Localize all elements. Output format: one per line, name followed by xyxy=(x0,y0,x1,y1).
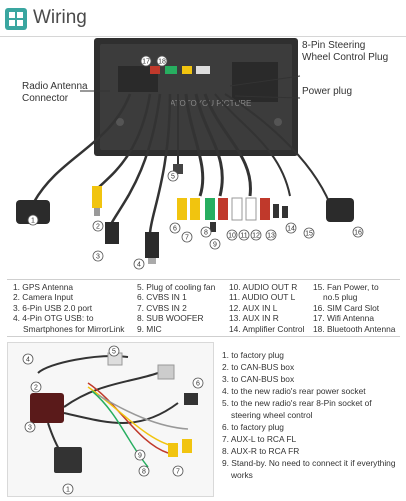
note-item: 9. Stand-by. No need to connect it if ev… xyxy=(222,458,396,468)
label-7: 7 xyxy=(185,235,189,242)
legend-item: 14. Amplifier Control xyxy=(229,323,305,334)
harness-photo-svg: 4 2 3 1 5 9 8 7 6 xyxy=(22,345,204,495)
photo-label-6: 6 xyxy=(196,381,200,388)
photo-label-9: 9 xyxy=(138,453,142,460)
radio-antenna-line-1: Radio Antenna xyxy=(22,81,88,92)
label-15: 15 xyxy=(305,231,313,238)
photo-label-7: 7 xyxy=(176,469,180,476)
label-17: 17 xyxy=(142,59,150,66)
steering-plug-callout: 8-Pin Steering Wheel Control Plug xyxy=(302,40,388,64)
label-13: 13 xyxy=(267,233,275,240)
photo-label-2: 2 xyxy=(34,385,38,392)
legend-item: 10. AUDIO OUT R xyxy=(229,282,298,292)
label-2: 2 xyxy=(96,224,100,231)
legend-item: 3. 6-Pin USB 2.0 port xyxy=(13,302,93,313)
legend-column-3: 10. AUDIO OUT R 11. AUDIO OUT L 12. AUX … xyxy=(229,282,304,334)
legend-item: 18. Bluetooth Antenna xyxy=(313,323,396,334)
page-title: Wiring xyxy=(33,7,87,28)
legend-column-2: 5. Plug of cooling fan 6. CVBS IN 1 7. C… xyxy=(137,282,215,334)
radio-antenna-line-2: Connector xyxy=(22,93,69,104)
canbus-box xyxy=(30,393,64,423)
steering-plug-line-2: Wheel Control Plug xyxy=(302,52,389,63)
legend-item: 16. SIM Card Slot xyxy=(313,302,380,313)
harness-photo: 4 2 3 1 5 9 8 7 6 xyxy=(7,342,214,497)
steering-plug-line-1: 8-Pin Steering xyxy=(302,40,366,51)
watermark: ATOTOYOU PICTURE xyxy=(170,99,251,108)
wiring-diagram-svg: ATOTOYOU PICTURE xyxy=(16,38,364,270)
gps-antenna xyxy=(16,200,50,224)
legend-column-1: 1. GPS Antenna 2. Camera Input 3. 6-Pin … xyxy=(13,282,124,334)
note-item: 8. AUX-R to RCA FR xyxy=(222,446,300,456)
legend-item: 2. Camera Input xyxy=(13,292,74,303)
label-1: 1 xyxy=(31,218,35,225)
legend-item: 4. 4-Pin OTG USB: to xyxy=(13,313,94,324)
photo-label-1: 1 xyxy=(66,487,70,494)
grid-logo-icon xyxy=(5,8,27,30)
legend-item: 15. Fan Power, to xyxy=(313,282,379,292)
photo-label-4: 4 xyxy=(26,357,30,364)
wiring-diagram: ATOTOYOU PICTURE xyxy=(0,36,406,276)
legend-item: no.5 plug xyxy=(323,292,358,303)
connection-notes: 1. to factory plug 2. to CAN-BUS box 3. … xyxy=(222,349,402,481)
radio-antenna-callout: Radio Antenna Connector xyxy=(22,81,88,105)
photo-label-8: 8 xyxy=(142,469,146,476)
note-item: steering wheel control xyxy=(231,410,313,420)
note-item: 2. to CAN-BUS box xyxy=(222,362,295,372)
note-item: 1. to factory plug xyxy=(222,350,284,360)
legend-column-4: 15. Fan Power, to no.5 plug 16. SIM Card… xyxy=(313,282,395,334)
legend-item: 8. SUB WOOFER xyxy=(137,313,204,324)
note-item: 6. to factory plug xyxy=(222,422,284,432)
note-item: 5. to the new radio's rear 8-Pin socket … xyxy=(222,398,372,408)
photo-label-3: 3 xyxy=(28,425,32,432)
legend-item: 11. AUDIO OUT L xyxy=(229,292,296,303)
page-header: Wiring xyxy=(0,0,406,37)
power-plug-callout: Power plug xyxy=(302,86,353,97)
legend-item: 17. Wifi Antenna xyxy=(313,313,374,324)
label-4: 4 xyxy=(137,262,141,269)
note-item: 3. to CAN-BUS box xyxy=(222,374,295,384)
label-6: 6 xyxy=(173,226,177,233)
label-10: 10 xyxy=(228,233,236,240)
photo-label-5: 5 xyxy=(112,349,116,356)
note-item: 7. AUX-L to RCA FL xyxy=(222,434,297,444)
legend-item: 1. GPS Antenna xyxy=(13,282,74,292)
legend-item: Smartphones for MirrorLink xyxy=(23,323,125,334)
label-18: 18 xyxy=(158,59,166,66)
legend-item: 6. CVBS IN 1 xyxy=(137,292,187,303)
legend-item: 13. AUX IN R xyxy=(229,313,279,324)
legend-item: 5. Plug of cooling fan xyxy=(137,282,216,292)
note-item: 4. to the new radio's rear power socket xyxy=(222,386,366,396)
label-12: 12 xyxy=(252,233,260,240)
label-14: 14 xyxy=(287,226,295,233)
note-item: works xyxy=(231,470,253,480)
label-16: 16 xyxy=(354,230,362,237)
legend-item: 12. AUX IN L xyxy=(229,302,278,313)
label-8: 8 xyxy=(204,230,208,237)
label-9: 9 xyxy=(213,242,217,249)
legend-item: 7. CVBS IN 2 xyxy=(137,302,187,313)
label-11: 11 xyxy=(240,233,247,240)
legend-item: 9. MIC xyxy=(137,323,162,334)
label-5: 5 xyxy=(171,174,175,181)
parts-legend-table: 1. GPS Antenna 2. Camera Input 3. 6-Pin … xyxy=(7,279,400,337)
label-3: 3 xyxy=(96,254,100,261)
